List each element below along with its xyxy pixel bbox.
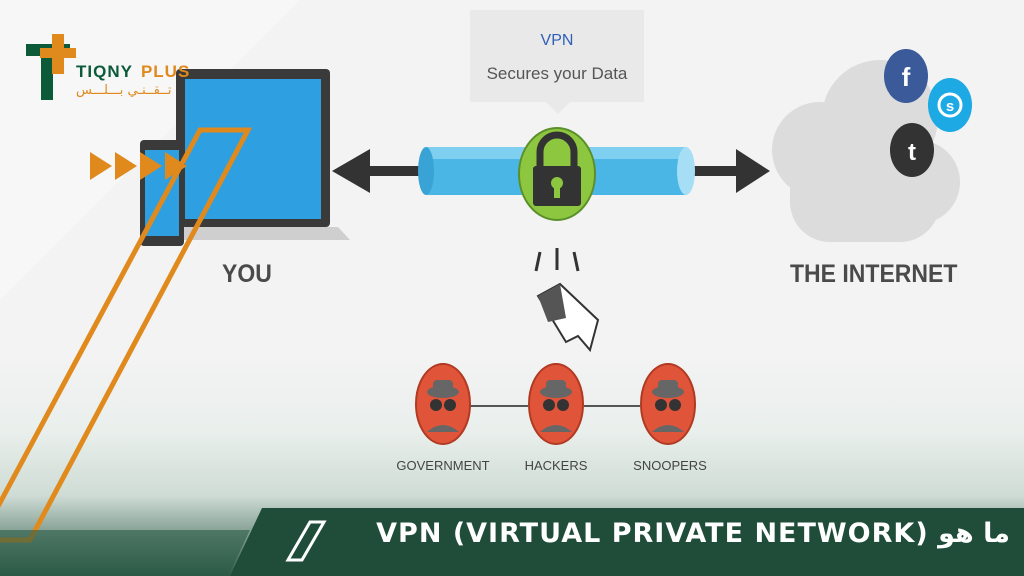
laptop-icon bbox=[158, 69, 350, 240]
tiqny-logo-mark bbox=[26, 34, 76, 100]
spy-icon-snoopers bbox=[640, 363, 696, 445]
footer-bar bbox=[230, 508, 1024, 576]
logo-arabic: تــقــنـي بـــلـــس bbox=[76, 83, 172, 98]
slash-icon bbox=[285, 520, 327, 562]
threat-label-hackers: HACKERS bbox=[524, 458, 588, 473]
facebook-icon: f bbox=[884, 49, 928, 103]
skype-icon: s bbox=[928, 78, 972, 132]
vpn-callout: VPN Secures your Data bbox=[470, 10, 644, 114]
logo-wordmark: TIQNY PLUS bbox=[76, 62, 190, 82]
spy-icon-hackers bbox=[528, 363, 584, 445]
svg-text:t: t bbox=[908, 139, 916, 166]
internet-label: THE INTERNET bbox=[790, 260, 958, 288]
you-label: YOU bbox=[222, 260, 272, 288]
logo-name: TIQNY bbox=[76, 62, 133, 81]
lock-icon bbox=[518, 127, 596, 221]
logo-name-plus: PLUS bbox=[140, 62, 191, 81]
grabbing-hand-icon bbox=[536, 282, 600, 353]
arrow-left-icon bbox=[332, 149, 426, 193]
threat-label-government: GOVERNMENT bbox=[396, 458, 490, 473]
threat-label-snoopers: SNOOPERS bbox=[633, 458, 707, 473]
chevrons-icon bbox=[90, 152, 187, 180]
footer-shade bbox=[0, 530, 250, 576]
callout-subtitle: Secures your Data bbox=[486, 64, 628, 83]
arrow-right-icon bbox=[686, 149, 770, 193]
svg-text:s: s bbox=[946, 98, 954, 115]
footer-title: ما هو VPN (VIRTUAL PRIVATE NETWORK) bbox=[376, 518, 1010, 549]
callout-title: VPN bbox=[540, 32, 574, 49]
tumblr-icon: t bbox=[890, 123, 934, 177]
spy-icon-government bbox=[415, 363, 471, 445]
svg-text:f: f bbox=[902, 62, 911, 92]
intercept-lines bbox=[534, 248, 580, 272]
